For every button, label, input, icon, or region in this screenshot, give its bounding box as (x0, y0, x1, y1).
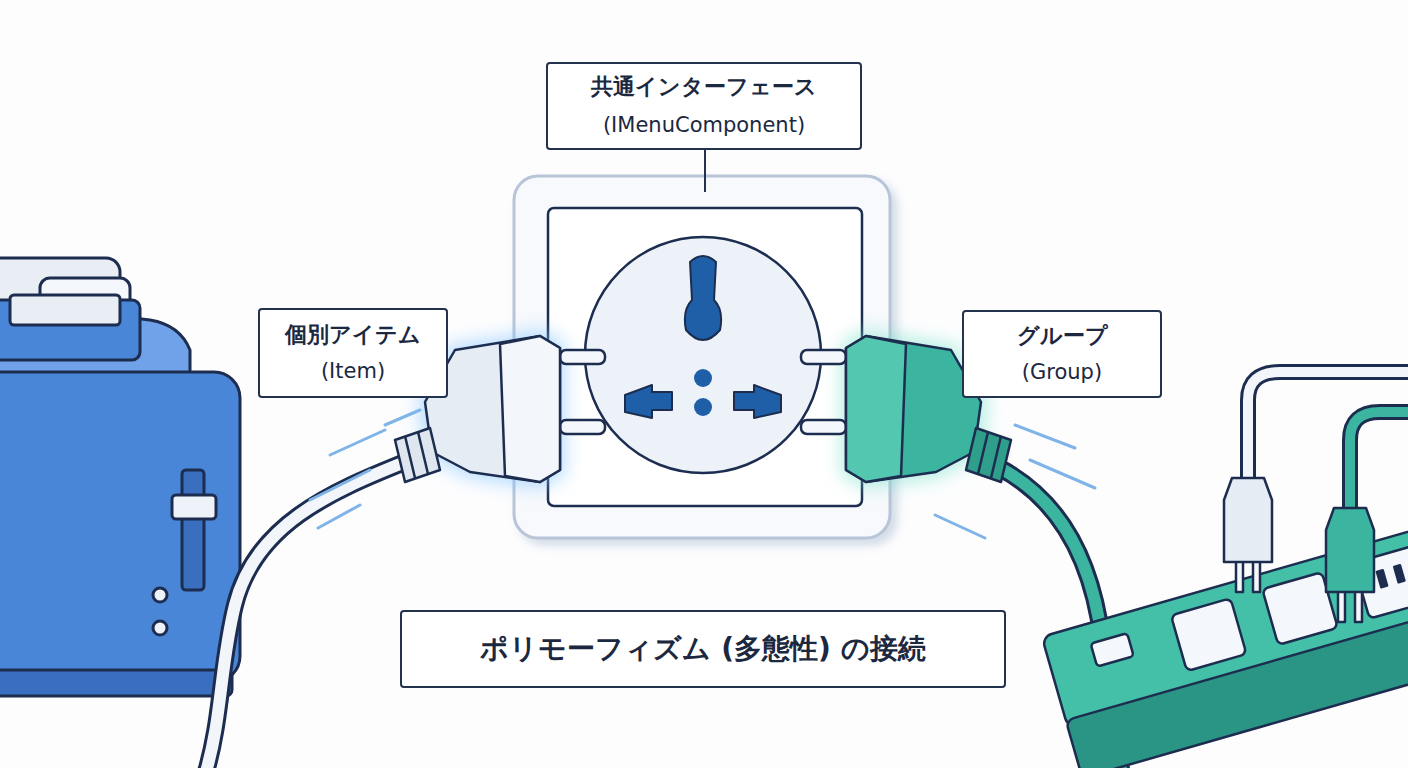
motion-lines-part (935, 515, 985, 538)
motion-lines-part (318, 505, 360, 528)
interface-callout: 共通インターフェース (IMenuComponent) (546, 62, 862, 150)
strip-plugs-part (1338, 590, 1345, 622)
strip-plugs-part (1326, 508, 1374, 592)
socket-part (548, 208, 862, 506)
power-strip-part-part (1394, 565, 1404, 582)
socket (514, 176, 890, 538)
strip-cords (1248, 372, 1408, 510)
strip-plugs-part (1355, 590, 1362, 622)
group-plug-part (978, 432, 1001, 478)
callout-subtext: (Item) (321, 358, 385, 385)
strip-cords-part (1350, 412, 1408, 510)
motion-lines-part (385, 410, 420, 425)
callout-subtext: (IMenuComponent) (603, 112, 805, 139)
socket-part (625, 385, 672, 418)
item-cord-part (205, 462, 405, 768)
power-strip-part-part (1171, 598, 1247, 671)
callout-heading: 個別アイテム (285, 321, 421, 350)
socket-part (694, 369, 712, 387)
caption-box: ポリモーフィズム (多態性) の接続 (400, 610, 1006, 688)
socket-part (514, 176, 890, 538)
power-strip-part-part (1091, 633, 1134, 667)
socket-part (694, 398, 712, 416)
toaster-part (172, 495, 216, 519)
item-plug-part (560, 350, 605, 364)
item-plug-part (500, 336, 560, 482)
socket-part (734, 385, 781, 418)
toaster-part (0, 670, 232, 696)
socket-part (585, 237, 821, 473)
item-plug-part (405, 432, 428, 478)
toaster (0, 258, 240, 696)
item-plug-part (395, 428, 440, 482)
group-plug-part (846, 336, 981, 482)
strip-cords-part (1350, 412, 1408, 510)
group-plug-part (801, 350, 846, 364)
strip-plugs-part (1253, 560, 1260, 592)
strip-plugs-part (1224, 478, 1272, 562)
motion-lines-part (310, 470, 370, 500)
strip-plugs-part (1236, 560, 1243, 592)
callout-subtext: (Group) (1022, 359, 1102, 386)
item-cord (205, 462, 405, 768)
item-callout: 個別アイテム (Item) (258, 308, 448, 398)
toaster-part (153, 588, 167, 602)
toaster-part (10, 295, 120, 325)
power-strip-part-part (1377, 570, 1387, 587)
toaster-part (182, 470, 204, 590)
item-cord-part (205, 462, 405, 768)
group-plug-part (846, 336, 906, 482)
group-callout: グループ (Group) (962, 310, 1162, 398)
group-plug-part (966, 428, 1011, 482)
leader-line (704, 150, 706, 192)
toaster-part (0, 372, 240, 682)
item-plug-part (560, 420, 605, 434)
strip-cords-part (1248, 372, 1408, 480)
callout-heading: グループ (1017, 322, 1108, 351)
strip-plugs (1224, 478, 1374, 622)
group-plug-part (801, 420, 846, 434)
motion-lines-part (1015, 425, 1075, 448)
toaster-part (153, 621, 167, 635)
callout-heading: ポリモーフィズム (多態性) の接続 (480, 631, 925, 667)
motion-lines-part (1030, 460, 1095, 488)
motion-lines-part (330, 430, 385, 455)
socket-part (685, 256, 721, 340)
callout-heading: 共通インターフェース (591, 73, 817, 102)
strip-cords-part (1248, 372, 1408, 480)
